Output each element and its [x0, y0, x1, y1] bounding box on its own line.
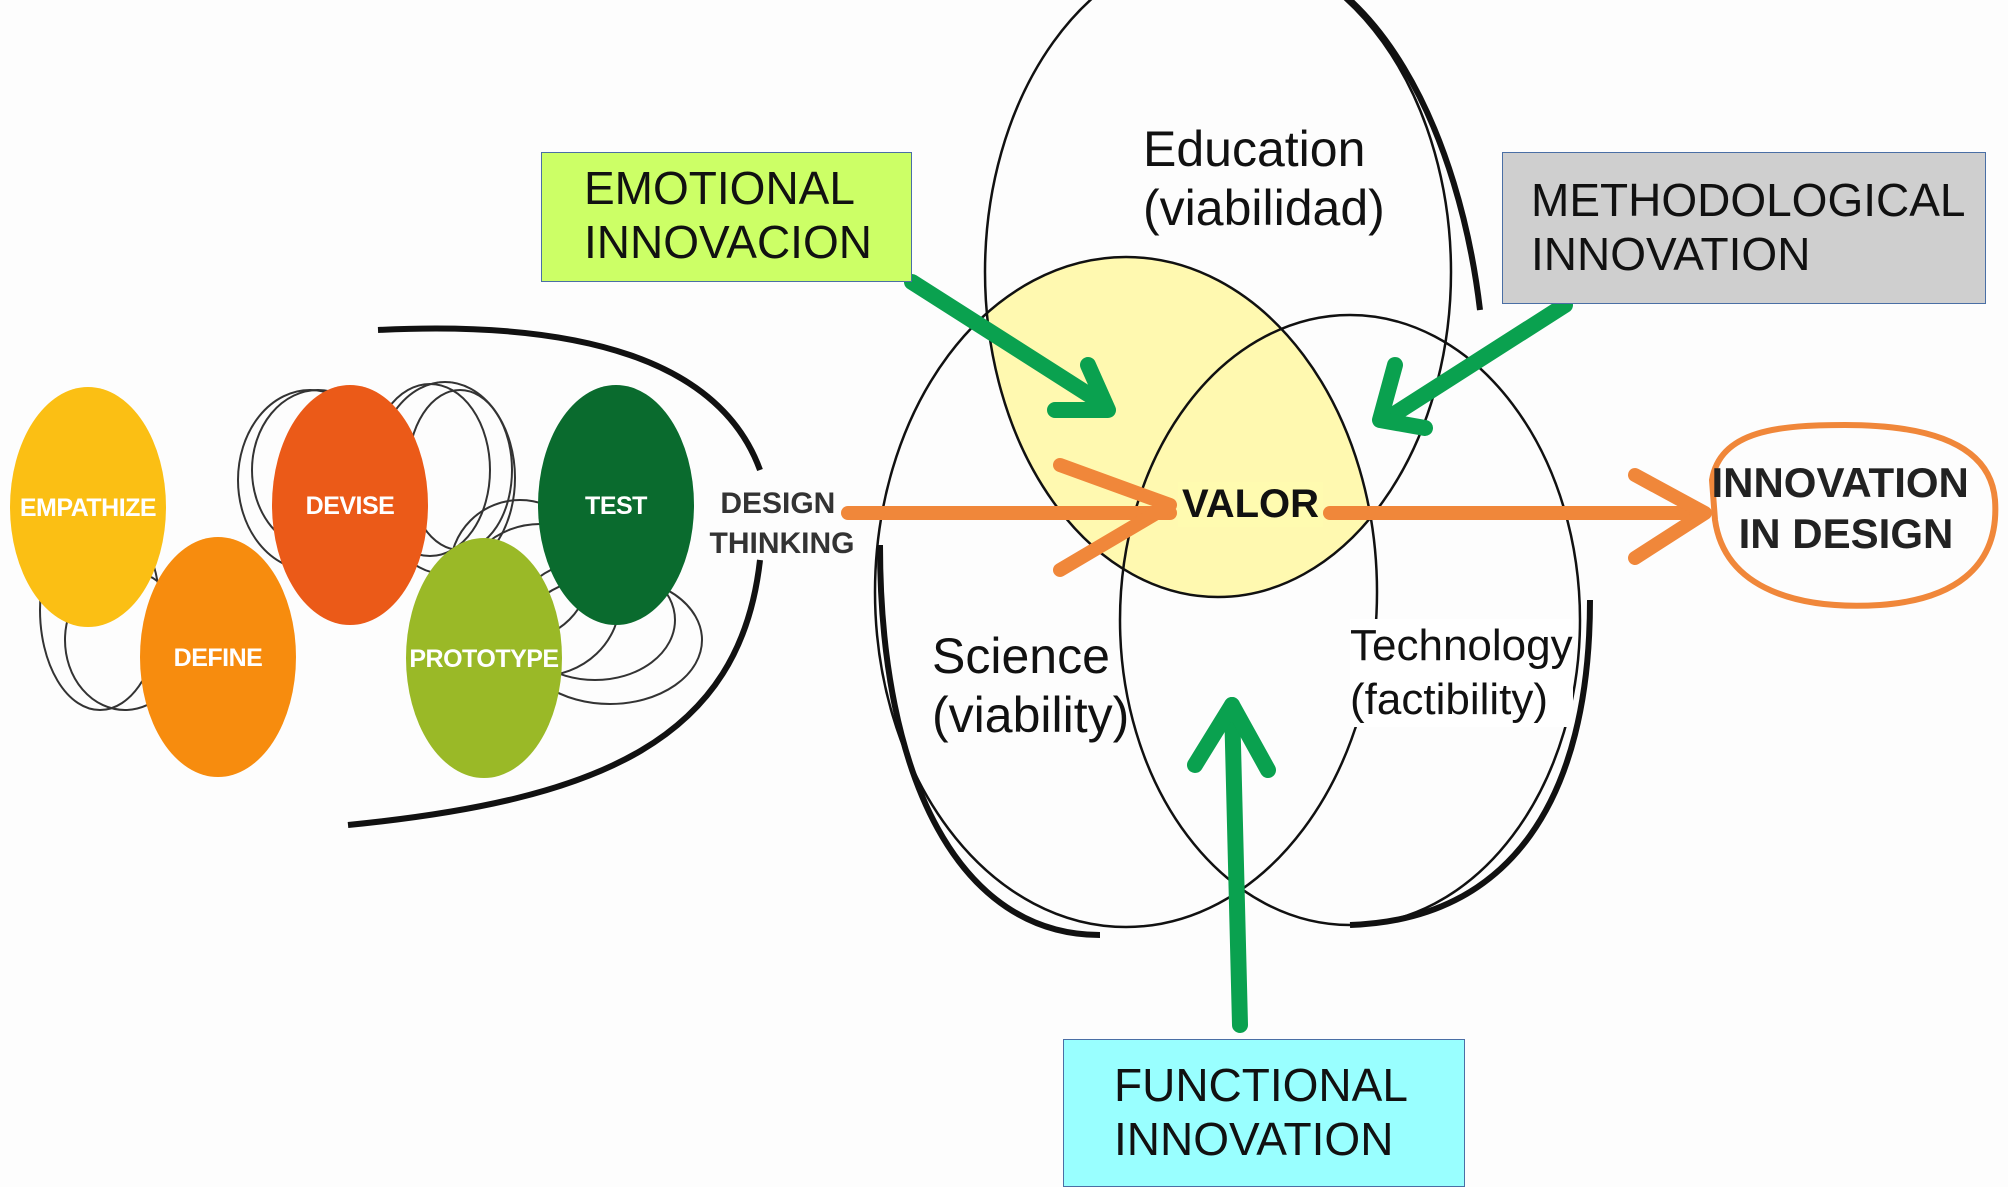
- valor-to-innovation-arrowhead: [1628, 468, 1712, 565]
- stage-empathize: EMPATHIZE: [10, 387, 166, 627]
- science-circle: [873, 255, 1379, 929]
- education-circle-heavy-arc: [1345, 0, 1483, 311]
- panel-top-curve: [377, 325, 763, 472]
- stage-define: DEFINE: [140, 537, 296, 777]
- education-circle: [983, 0, 1453, 599]
- devise-label: DEVISE: [306, 492, 395, 520]
- functional-innovation-box: FUNCTIONAL INNOVATION: [1063, 1039, 1465, 1187]
- methodological-arrowhead: [1372, 357, 1433, 436]
- emotional-arrowhead: [1047, 357, 1116, 418]
- arrows: [841, 274, 1712, 1033]
- science-circle-heavy-arc: [877, 544, 1101, 938]
- outcome-outline: [1708, 421, 1999, 609]
- empathize-label: EMPATHIZE: [20, 494, 156, 522]
- design-thinking-arrowhead: [1053, 458, 1177, 577]
- methodological-innovation-box: METHODOLOGICAL INNOVATION: [1502, 152, 1986, 304]
- prototype-label: PROTOTYPE: [409, 645, 558, 673]
- technology-circle-heavy-arc: [1349, 599, 1593, 928]
- stage-test: TEST: [538, 385, 694, 625]
- science-label: Science (viability): [932, 628, 1130, 743]
- define-label: DEFINE: [174, 644, 263, 672]
- outcome-label: INNOVATION IN DESIGN: [1711, 459, 1980, 557]
- stage-prototype: PROTOTYPE: [406, 538, 562, 778]
- test-oval: [538, 385, 694, 625]
- technology-label: Technology (factibility): [1350, 619, 1573, 727]
- methodological-arrow: [1377, 297, 1573, 428]
- emotional-innovation-box: EMOTIONAL INNOVACION: [541, 152, 912, 282]
- functional-arrowhead: [1187, 697, 1276, 778]
- empathize-oval: [10, 387, 166, 627]
- functional-arrow: [1224, 697, 1248, 1033]
- prototype-oval: [406, 538, 562, 778]
- emotional-arrow: [904, 274, 1113, 413]
- valor-label: VALOR: [1178, 482, 1324, 527]
- test-label: TEST: [585, 492, 647, 520]
- design-thinking-label: DESIGN THINKING: [710, 487, 855, 560]
- devise-oval: [272, 385, 428, 625]
- stage-devise: DEVISE: [272, 385, 428, 625]
- define-oval: [140, 537, 296, 777]
- panel-bottom-curve: [347, 559, 763, 828]
- innovation-in-design: INNOVATION IN DESIGN: [1708, 421, 1999, 609]
- education-label: Education (viabilidad): [1143, 121, 1385, 236]
- design-thinking-panel: EMPATHIZE DEFINE DEVISE PROTOTYPE TEST D…: [10, 325, 855, 828]
